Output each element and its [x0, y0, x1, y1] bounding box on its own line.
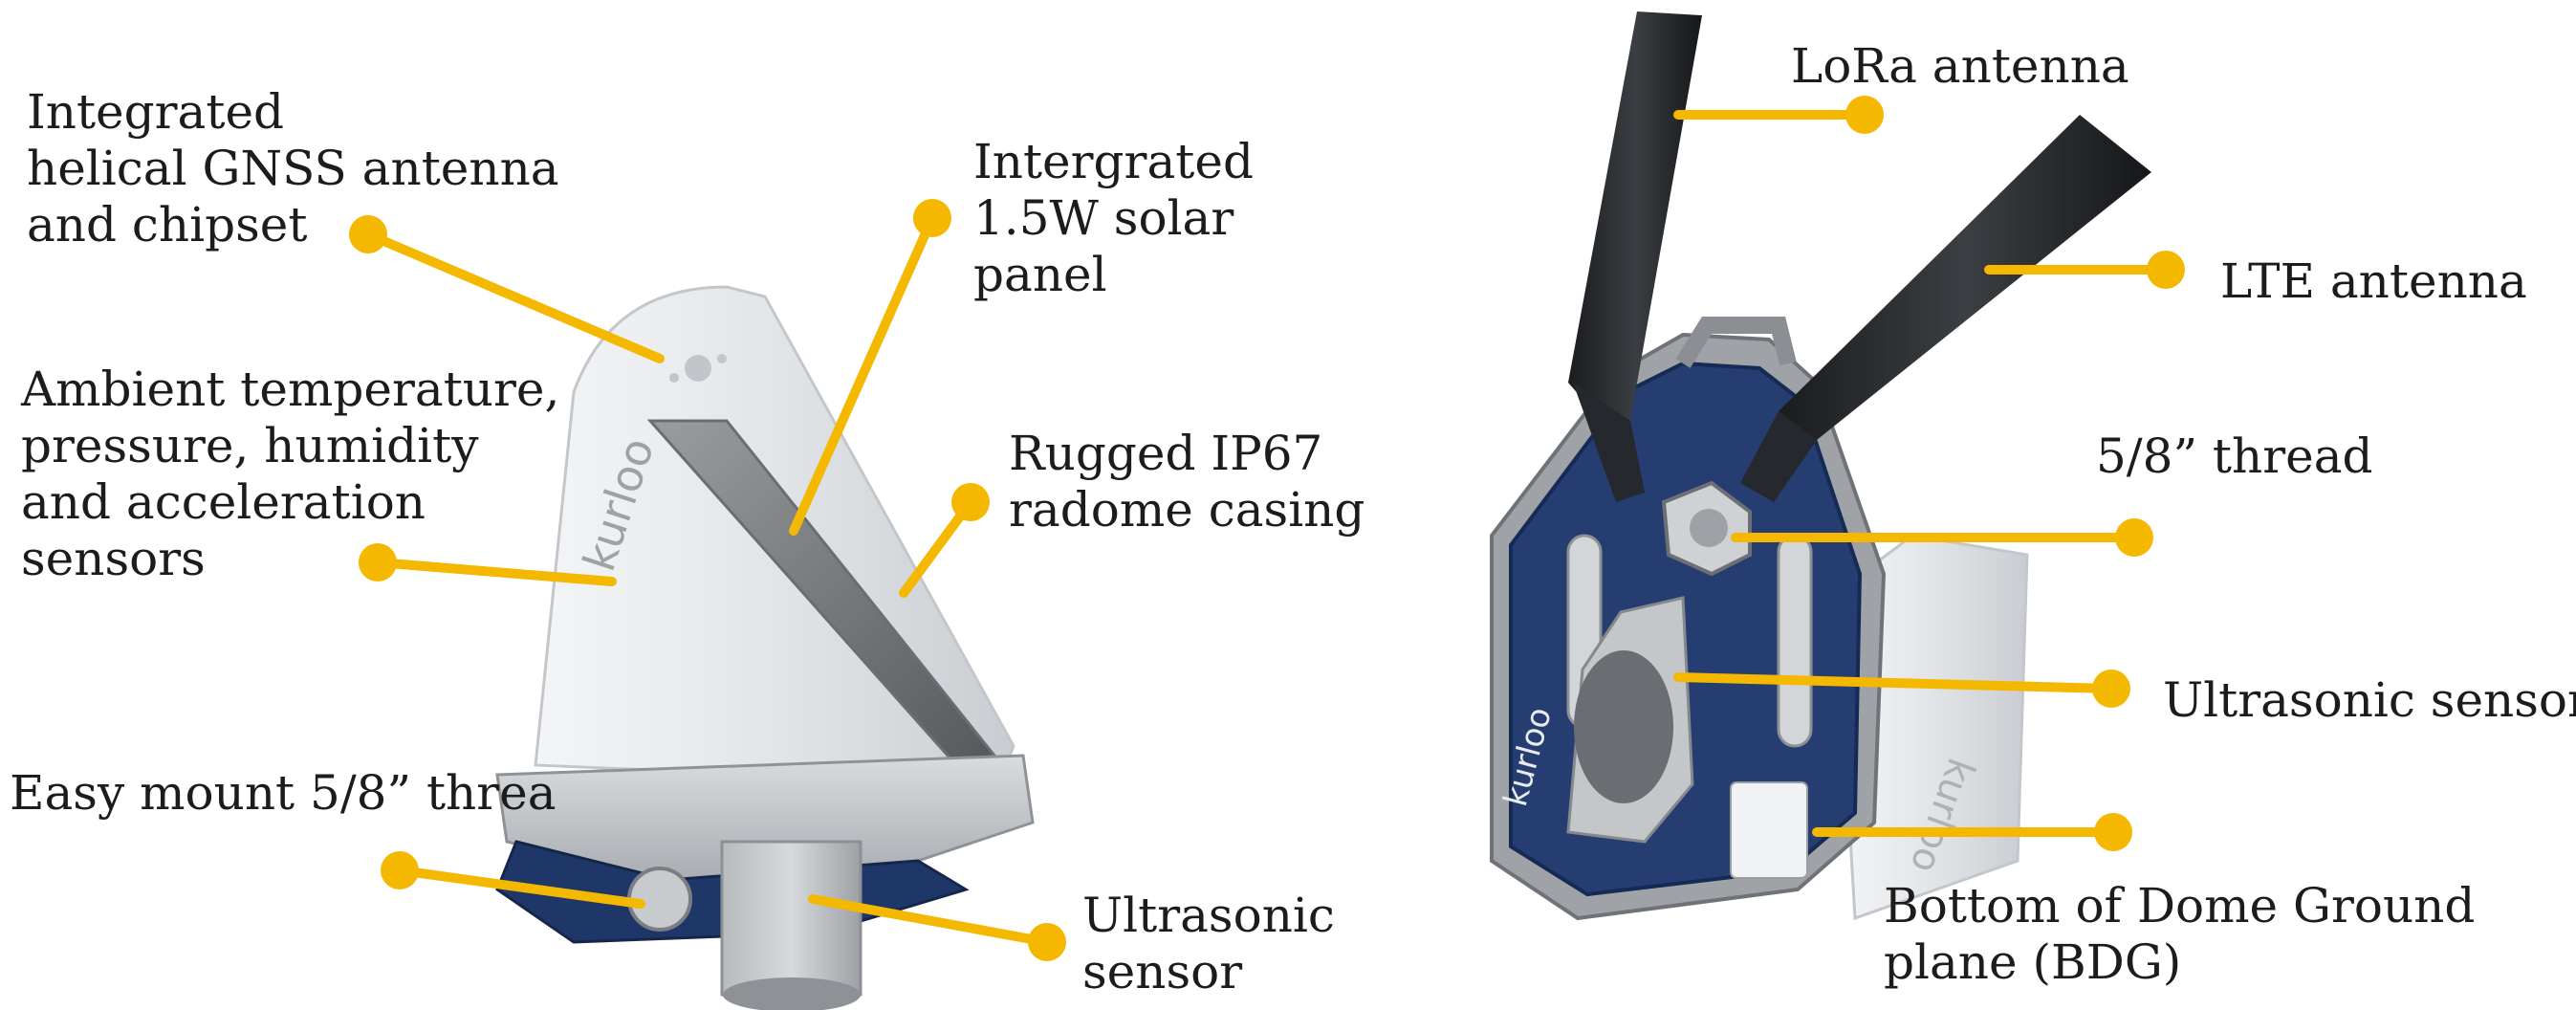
- device-left-illustration: kurloo: [495, 285, 1035, 1010]
- slot-right: [1777, 534, 1813, 748]
- dot-ultra-left: [1028, 923, 1066, 961]
- label-radome-casing: Rugged IP67 radome casing: [1009, 426, 1365, 538]
- handle-loop: [1675, 317, 1797, 368]
- label-easy-mount: Easy mount 5/8” threa: [10, 765, 557, 821]
- label-thread: 5/8” thread: [2096, 428, 2373, 484]
- label-lte-antenna: LTE antenna: [2220, 253, 2527, 309]
- lora-antenna: [1568, 11, 1702, 421]
- dot-lte: [2147, 251, 2185, 289]
- dot-bdg: [2094, 813, 2132, 851]
- leader-mount: [395, 866, 645, 909]
- lte-antenna: [1779, 115, 2151, 440]
- label-ultrasonic-left: Ultrasonic sensor: [1082, 888, 1335, 999]
- dot-sensors: [359, 543, 397, 582]
- dot-gnss: [349, 215, 387, 253]
- leader-ultra-right: [1673, 672, 2116, 693]
- device-right-illustration: kurloo kurloo: [1490, 11, 2151, 921]
- label-solar-panel: Intergrated 1.5W solar panel: [973, 134, 1254, 302]
- label-env-sensors: Ambient temperature, pressure, humidity …: [21, 362, 560, 586]
- dot-solar: [913, 199, 951, 237]
- id-sticker: [1730, 781, 1808, 879]
- leader-endpoints: [349, 96, 2185, 961]
- dot-casing: [951, 483, 990, 521]
- radome-casing-right: [1834, 534, 2029, 921]
- dot-thread: [2115, 518, 2153, 557]
- leader-solar: [789, 213, 937, 536]
- gnss-logo-icon: [669, 354, 727, 383]
- label-lora-antenna: LoRa antenna: [1791, 38, 2129, 94]
- label-gnss-antenna: Integrated helical GNSS antenna and chip…: [27, 84, 559, 252]
- dot-mount: [381, 851, 419, 889]
- label-bdg: Bottom of Dome Ground plane (BDG): [1884, 878, 2476, 990]
- leader-ultra-left: [808, 894, 1052, 947]
- dot-lora: [1845, 96, 1884, 134]
- lte-antenna-hinge: [1740, 411, 1817, 502]
- dot-ultra-right: [2092, 670, 2130, 708]
- lora-antenna-hinge: [1573, 383, 1645, 502]
- leader-gnss: [363, 230, 665, 363]
- label-ultrasonic-right: Ultrasonic sensor: [2163, 672, 2576, 728]
- leader-sensors: [373, 558, 617, 586]
